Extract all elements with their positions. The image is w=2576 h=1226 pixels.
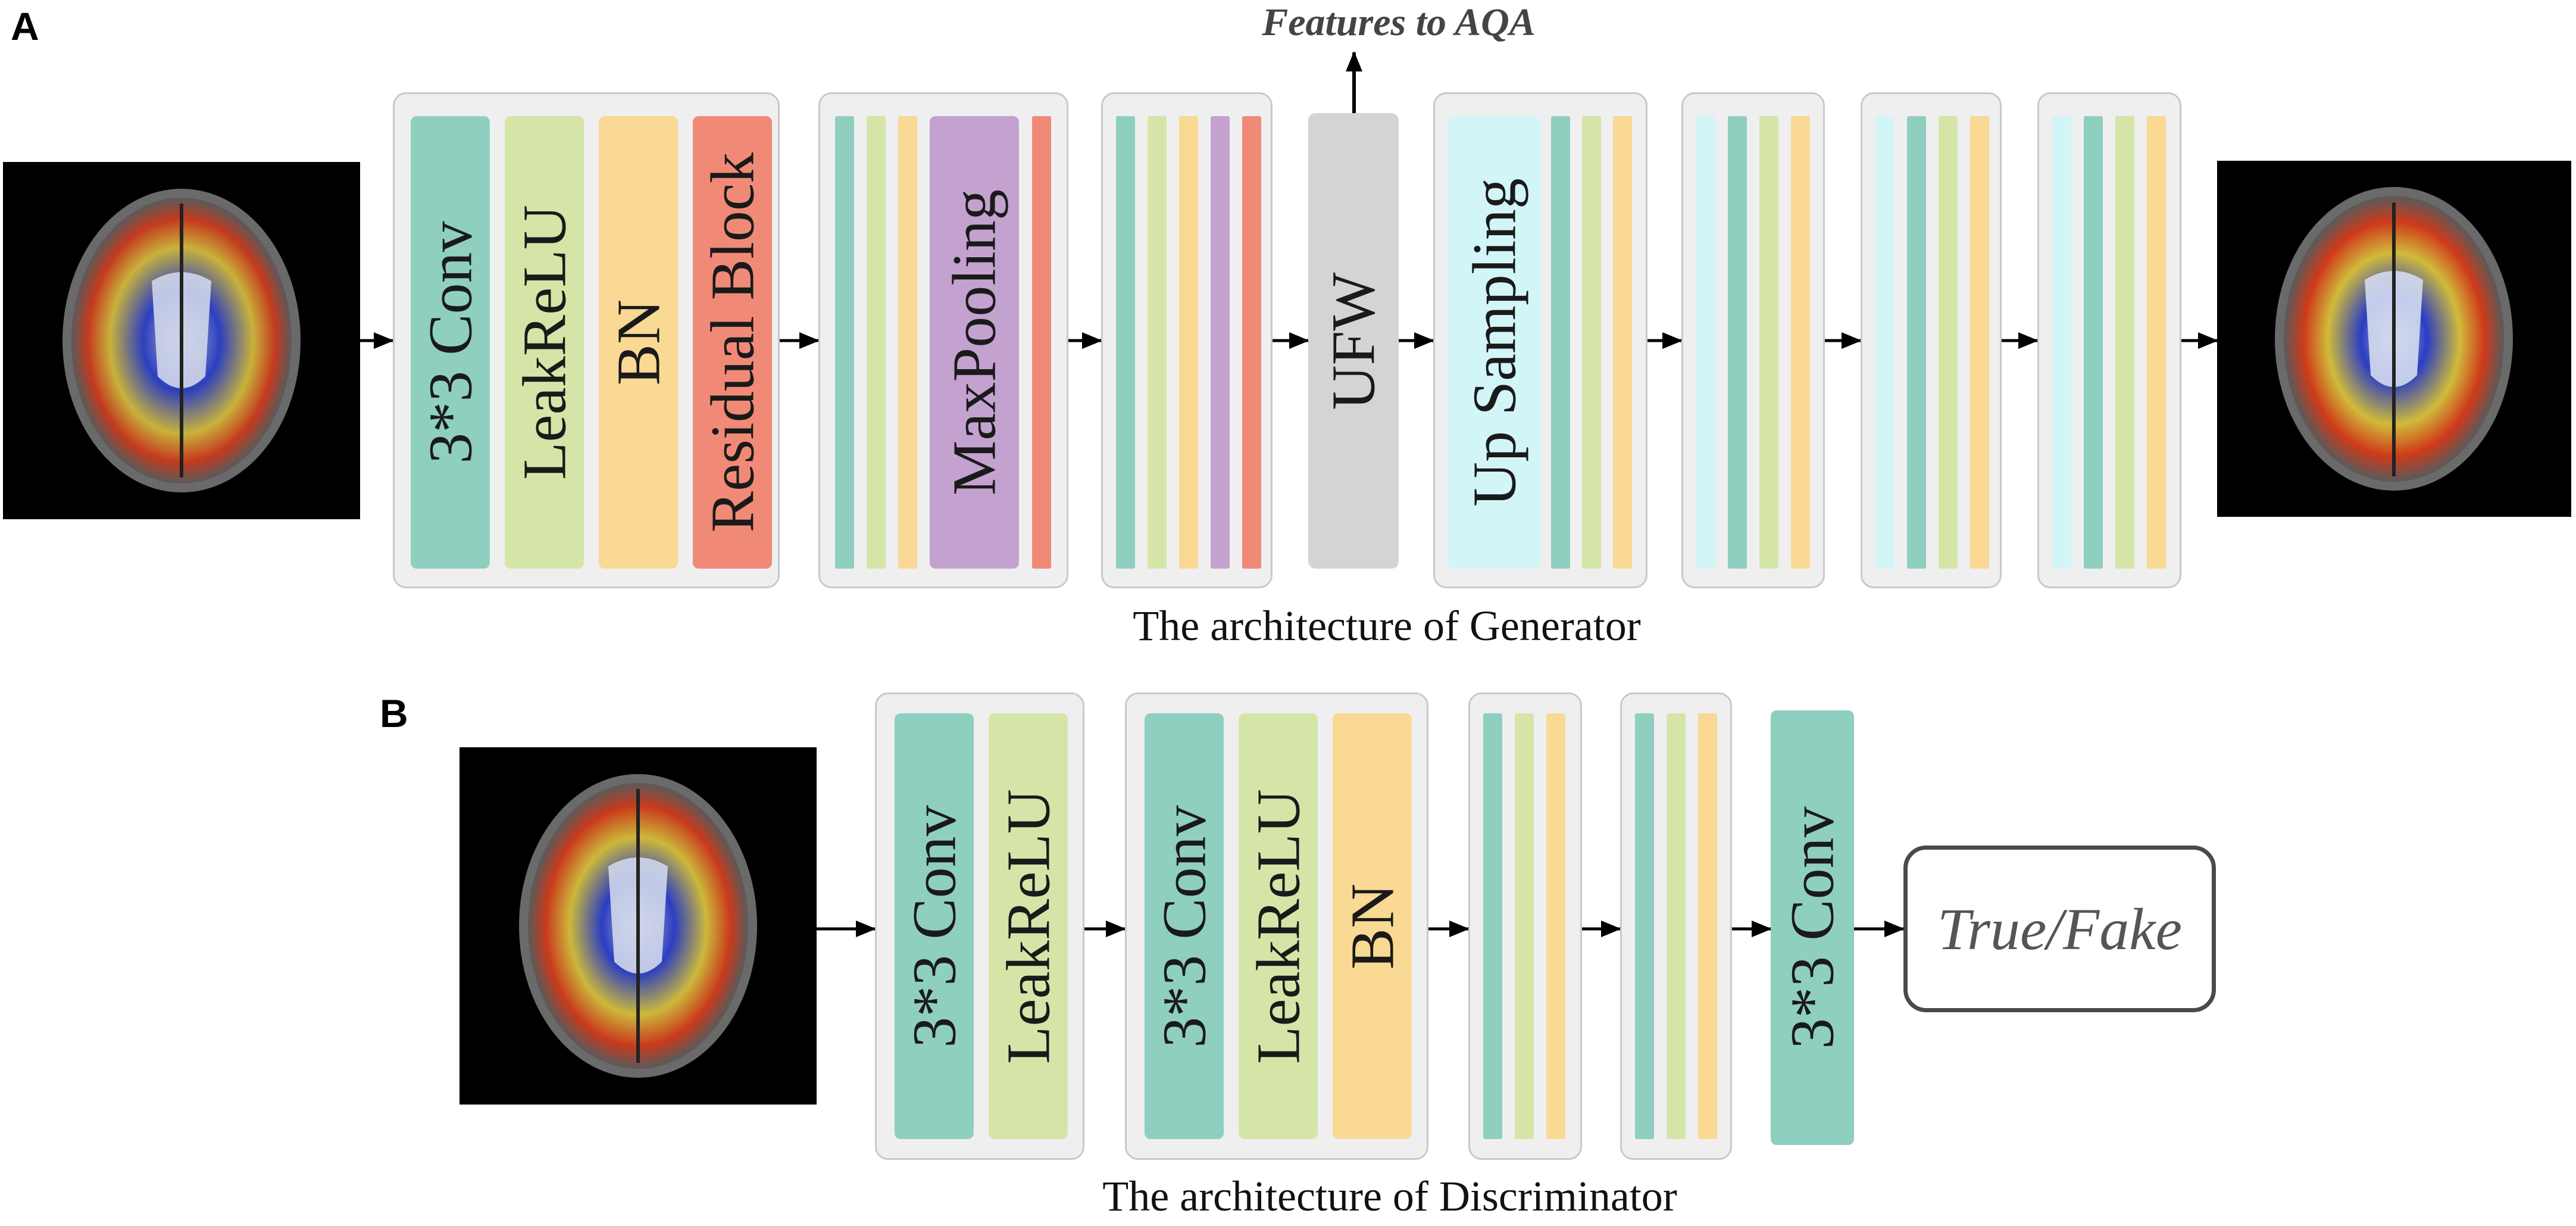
gen-pool-conv-strip (835, 116, 854, 569)
disc-c1-conv-strip (1483, 713, 1502, 1139)
discriminator-input-brain-image (459, 747, 817, 1105)
discriminator-conv-block-1: 3*3 Conv LeakReLU (875, 692, 1084, 1160)
generator-decoder-block-3 (2037, 92, 2181, 588)
gen-d2-relu-strip (1939, 116, 1958, 569)
disc-c1-bn-strip (1546, 713, 1565, 1139)
gen-c-bn-strip (1179, 116, 1198, 569)
gen-upsampling-layer: Up Sampling (1448, 116, 1540, 569)
disc-b2-conv-label: 3*3 Conv (1150, 804, 1218, 1048)
panel-label-a: A (11, 4, 39, 48)
gen-d1-up-strip (1696, 116, 1715, 569)
gen-c-relu-strip (1148, 116, 1167, 569)
panel-label-b: B (380, 691, 408, 735)
disc-b1-leakrelu-layer: LeakReLU (989, 713, 1068, 1139)
gen-conv-layer: 3*3 Conv (411, 116, 490, 569)
generator-input-brain-image (3, 162, 360, 519)
gen-conv-label: 3*3 Conv (416, 221, 484, 464)
gen-d3-conv-strip (2084, 116, 2103, 569)
disc-b2-conv-layer: 3*3 Conv (1145, 713, 1224, 1139)
gen-d3-up-strip (2052, 116, 2071, 569)
true-fake-label: True/Fake (1937, 896, 2183, 962)
gen-d2-bn-strip (1970, 116, 1989, 569)
disc-b2-bn-layer: BN (1333, 713, 1412, 1139)
discriminator-conv-block-2: 3*3 Conv LeakReLU BN (1125, 692, 1428, 1160)
features-to-aqa-label: Features to AQA (1262, 1, 1536, 44)
gen-c-res-strip (1242, 116, 1261, 569)
gen-leakrelu-label: LeakReLU (510, 204, 579, 481)
disc-b2-leakrelu-layer: LeakReLU (1239, 713, 1318, 1139)
gen-d2-conv-strip (1907, 116, 1926, 569)
gen-pool-bn-strip (898, 116, 917, 569)
gen-d3-relu-strip (2115, 116, 2134, 569)
generator-compact-block (1101, 92, 1273, 588)
generator-decoder-block-1 (1681, 92, 1825, 588)
gen-d1-conv-strip (1728, 116, 1747, 569)
gen-maxpooling-label: MaxPooling (940, 189, 1009, 496)
gen-c-conv-strip (1116, 116, 1135, 569)
discriminator-caption: The architecture of Discriminator (1102, 1172, 1677, 1220)
disc-b2-leakrelu-label: LeakReLU (1244, 788, 1312, 1064)
gen-c-pool-strip (1211, 116, 1230, 569)
gen-up-bn-strip (1613, 116, 1632, 569)
generator-upsampling-block: Up Sampling (1433, 92, 1647, 588)
disc-b1-conv-layer: 3*3 Conv (895, 713, 974, 1139)
gen-d1-relu-strip (1759, 116, 1778, 569)
ufw-module: UFW (1308, 113, 1399, 569)
disc-c2-conv-strip (1635, 713, 1654, 1139)
generator-decoder-block-2 (1861, 92, 2002, 588)
gen-upsampling-label: Up Sampling (1460, 178, 1528, 507)
disc-c1-relu-strip (1515, 713, 1534, 1139)
disc-final-conv-label: 3*3 Conv (1778, 806, 1847, 1049)
true-fake-output-box: True/Fake (1903, 846, 2216, 1012)
gen-maxpooling-layer: MaxPooling (930, 116, 1019, 569)
generator-output-brain-image (2217, 161, 2571, 517)
gen-up-relu-strip (1582, 116, 1601, 569)
disc-final-conv-layer: 3*3 Conv (1771, 710, 1854, 1145)
gen-residual-label: Residual Block (698, 152, 767, 533)
gen-d1-bn-strip (1791, 116, 1810, 569)
gen-pool-res-strip (1032, 116, 1051, 569)
gen-d3-bn-strip (2147, 116, 2166, 569)
ufw-label: UFW (1319, 272, 1388, 410)
gen-up-conv-strip (1551, 116, 1570, 569)
gen-residual-layer: Residual Block (693, 116, 772, 569)
disc-c2-bn-strip (1698, 713, 1717, 1139)
disc-b2-bn-label: BN (1338, 883, 1406, 969)
gen-pool-relu-strip (867, 116, 886, 569)
generator-caption: The architecture of Generator (1133, 602, 1641, 650)
gen-bn-layer: BN (599, 116, 678, 569)
discriminator-compact-block-2 (1620, 692, 1732, 1160)
gen-leakrelu-layer: LeakReLU (505, 116, 584, 569)
disc-c2-relu-strip (1667, 713, 1686, 1139)
generator-pooling-block: MaxPooling (818, 92, 1068, 588)
disc-b1-leakrelu-label: LeakReLU (994, 788, 1062, 1064)
gen-d2-up-strip (1875, 116, 1895, 569)
discriminator-compact-block-1 (1468, 692, 1582, 1160)
gen-bn-label: BN (604, 299, 673, 386)
disc-b1-conv-label: 3*3 Conv (900, 804, 968, 1048)
generator-conv-block: 3*3 Conv LeakReLU BN Residual Block (393, 92, 780, 588)
